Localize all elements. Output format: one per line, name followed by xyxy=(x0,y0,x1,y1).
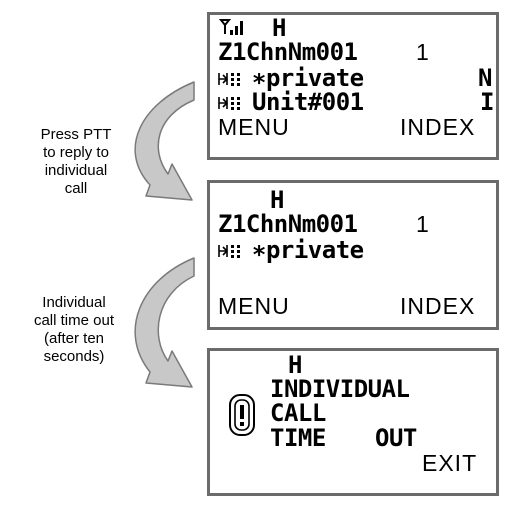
individual-call-icon xyxy=(218,73,240,86)
radio-display-time-out: H INDIVIDUAL CALL TIME OUT EXIT xyxy=(207,348,499,496)
index-softkey[interactable]: INDEX xyxy=(400,293,476,319)
annotation-line: (after ten xyxy=(43,330,105,347)
status-indicator: H xyxy=(288,351,302,379)
call-row-flag: N xyxy=(478,64,492,92)
message-line: OUT xyxy=(375,424,417,452)
menu-softkey[interactable]: MENU xyxy=(218,293,290,319)
menu-softkey[interactable]: MENU xyxy=(218,114,290,140)
channel-number: 1 xyxy=(416,39,430,65)
annotation-line: individual xyxy=(44,162,108,179)
annotation-line: call xyxy=(64,180,88,197)
curved-arrow-2 xyxy=(134,257,195,388)
annotation-time-out: Individual call time out (after ten seco… xyxy=(6,294,142,366)
annotation-line: Individual xyxy=(42,294,106,311)
individual-call-icon xyxy=(218,97,240,110)
signal-strength-icon xyxy=(218,19,243,35)
call-row-flag: I xyxy=(480,88,494,116)
message-line: CALL xyxy=(270,399,326,427)
curved-arrow-1 xyxy=(134,81,195,201)
call-row-text: ∗private xyxy=(252,236,364,264)
annotation-press-ptt: Press PTT to reply to individual call xyxy=(16,126,136,198)
alert-icon xyxy=(229,394,255,436)
annotation-line: to reply to xyxy=(43,144,109,161)
annotation-line: call time out xyxy=(33,312,115,329)
call-row-text: ∗private xyxy=(252,64,364,92)
index-softkey[interactable]: INDEX xyxy=(400,114,476,140)
channel-name: Z1ChnNm001 xyxy=(218,210,358,238)
status-indicator: H xyxy=(272,14,286,42)
message-line: TIME xyxy=(270,424,326,452)
annotation-line: seconds) xyxy=(43,348,105,365)
individual-call-icon xyxy=(218,245,240,258)
call-row-text: Unit#001 xyxy=(252,88,364,116)
radio-display-incoming-call: H Z1ChnNm001 1 ∗private N Unit#001 I MEN… xyxy=(207,12,499,160)
channel-name: Z1ChnNm001 xyxy=(218,38,358,66)
exit-softkey[interactable]: EXIT xyxy=(422,450,478,476)
annotation-line: Press PTT xyxy=(40,126,112,143)
status-indicator: H xyxy=(270,186,284,214)
channel-number: 1 xyxy=(416,211,430,237)
radio-display-reply: H Z1ChnNm001 1 ∗private MENU INDEX xyxy=(207,180,499,330)
message-line: INDIVIDUAL xyxy=(270,375,410,403)
